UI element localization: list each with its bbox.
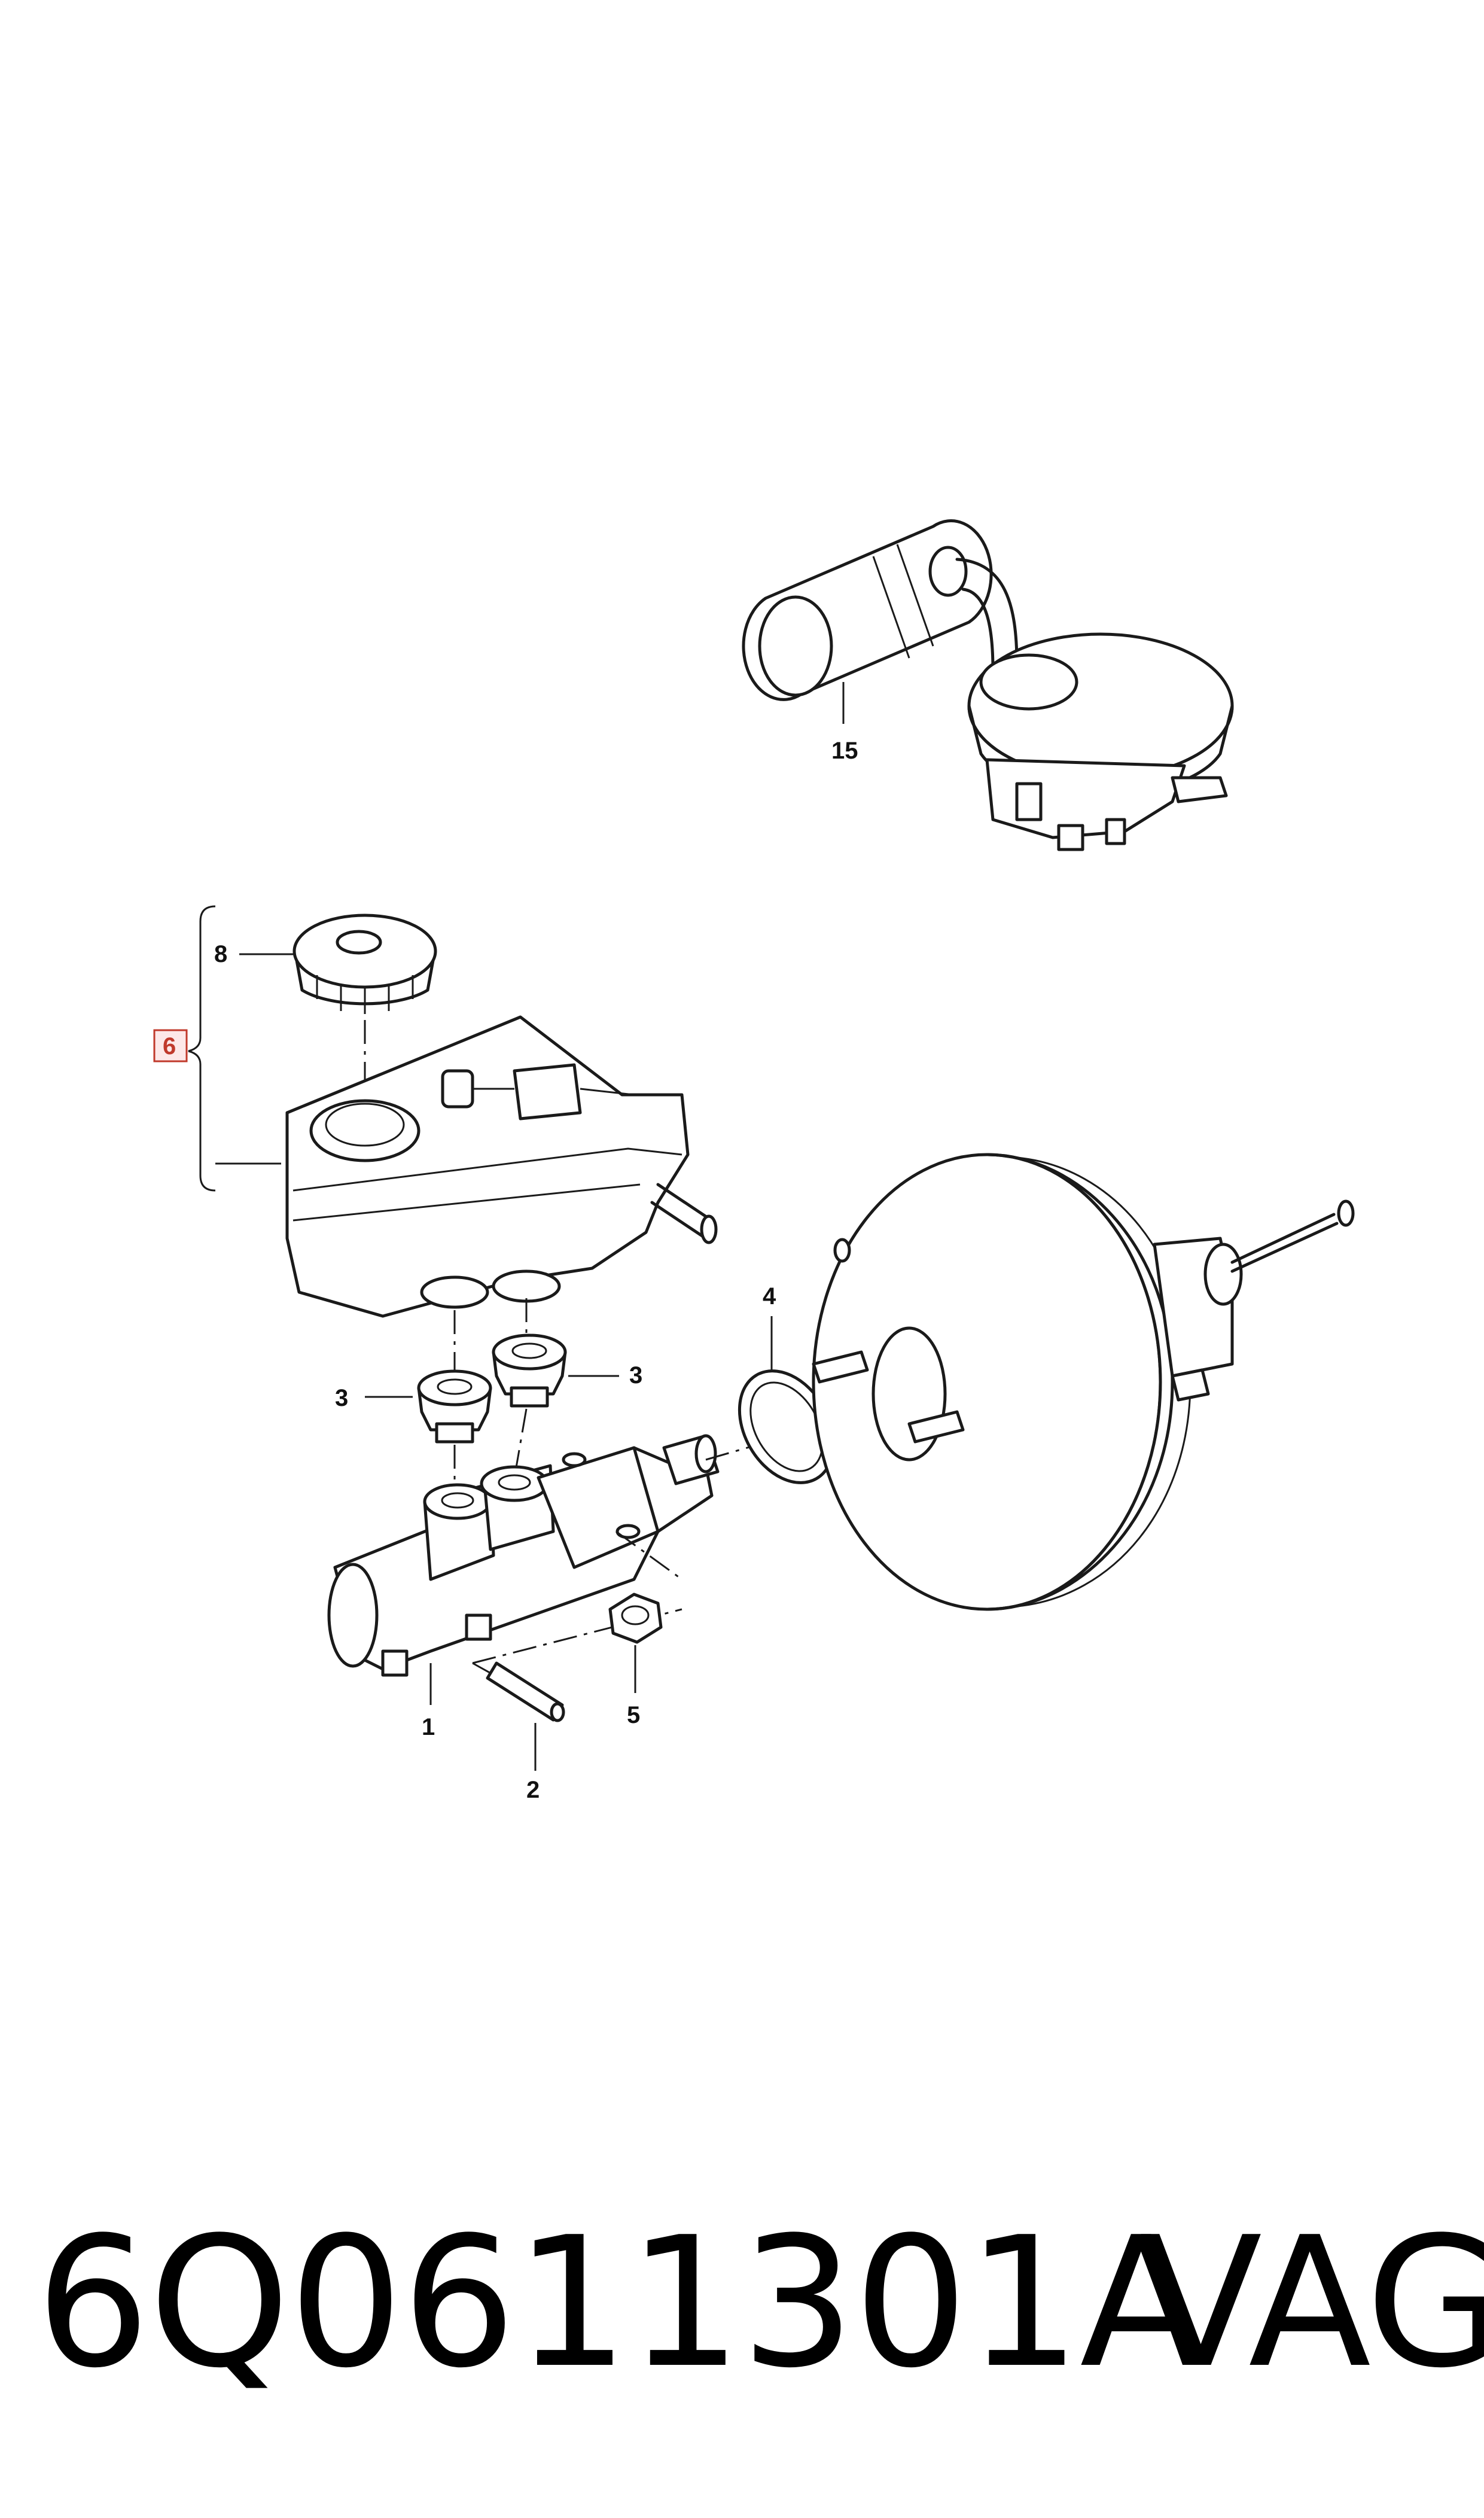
part-3-seal-left xyxy=(365,1310,492,1502)
brand-label: VAG xyxy=(1139,2199,1484,2407)
part-6-brake-fluid-reservoir xyxy=(285,1015,718,1318)
part-8-reservoir-cap xyxy=(239,914,437,1113)
group-6-bracket xyxy=(153,905,281,1192)
callout-5: 5 xyxy=(627,1702,640,1728)
callout-3-right: 3 xyxy=(629,1362,642,1389)
part-3-seal-right xyxy=(492,1298,619,1478)
callout-6: 6 xyxy=(163,1033,176,1059)
part-15-vacuum-unit xyxy=(742,519,1234,851)
callout-4: 4 xyxy=(763,1283,776,1310)
callout-2: 2 xyxy=(526,1777,540,1803)
part-5-nut xyxy=(608,1530,682,1693)
part-1-master-cylinder xyxy=(327,1434,720,1705)
part-number-label: 6Q0611301A xyxy=(36,2199,1202,2407)
callout-15: 15 xyxy=(831,738,858,764)
callout-3-left: 3 xyxy=(335,1385,348,1411)
brake-booster xyxy=(812,1153,1355,1611)
callout-8: 8 xyxy=(214,941,227,967)
callout-1: 1 xyxy=(422,1714,435,1740)
